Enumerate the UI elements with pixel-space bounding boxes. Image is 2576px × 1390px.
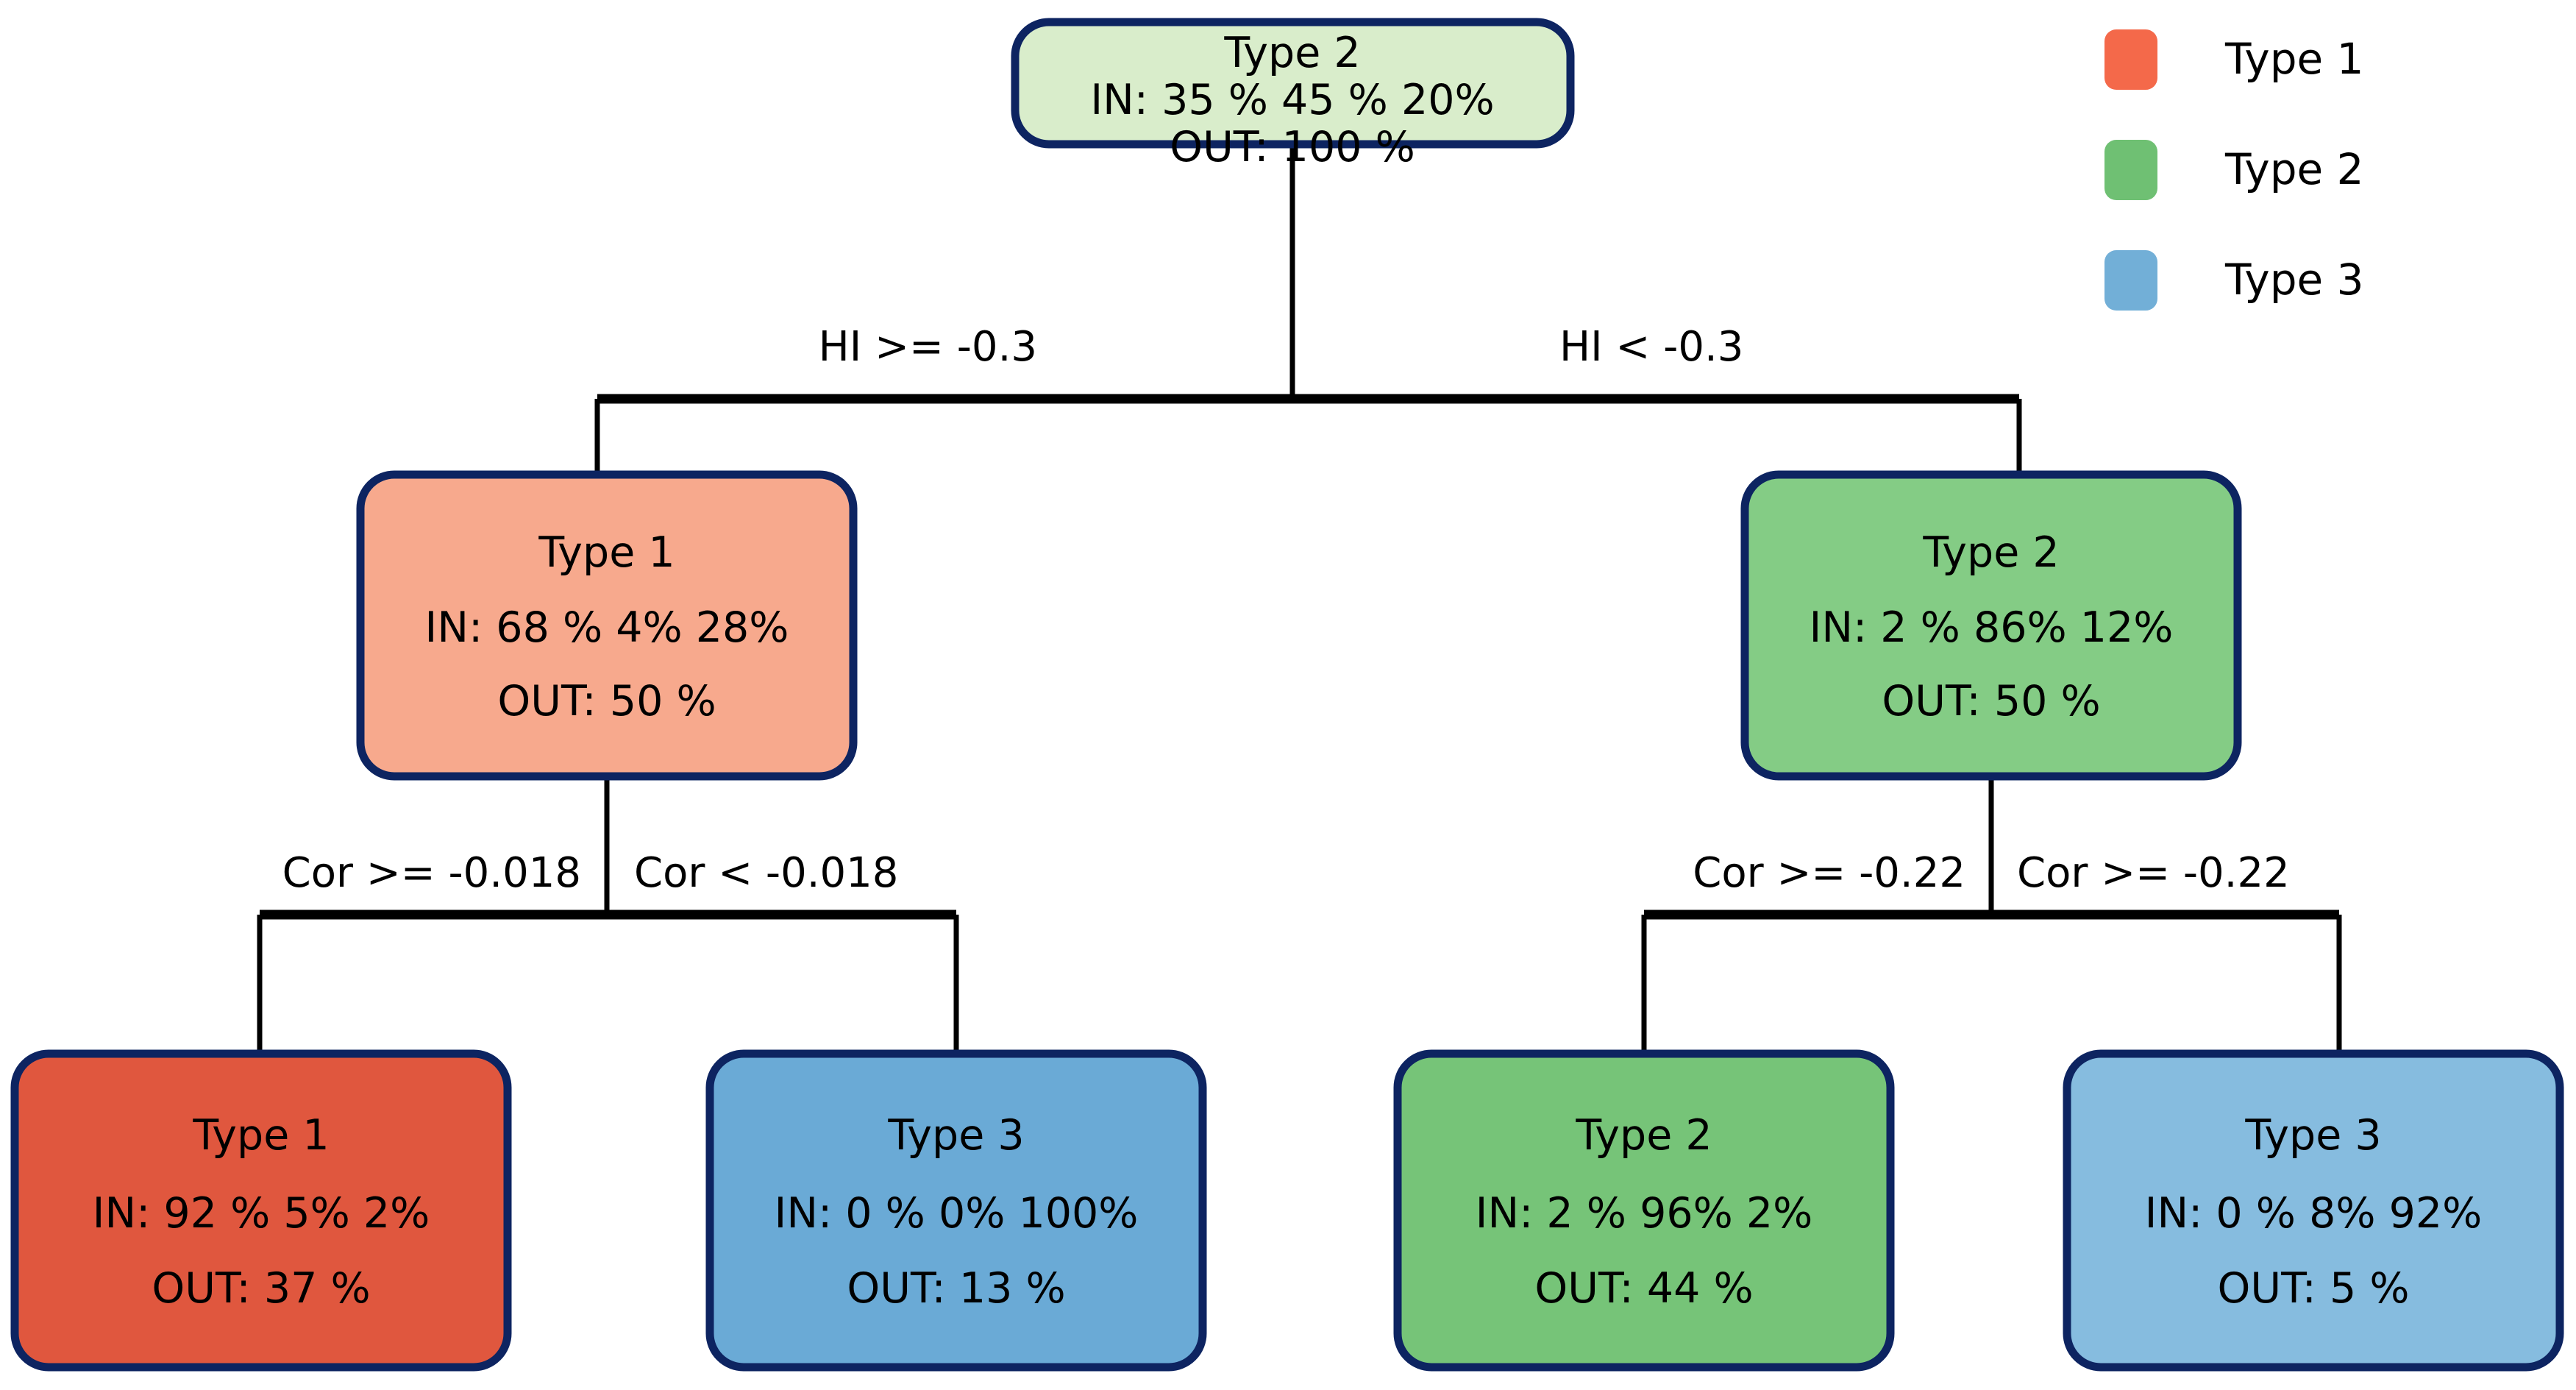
- node-leaf-2-out: OUT: 13 %: [847, 1264, 1065, 1313]
- node-root-out: OUT: 100 %: [1170, 123, 1415, 171]
- node-leaf-3-out: OUT: 44 %: [1534, 1264, 1753, 1313]
- node-leaf-2-in: IN: 0 % 0% 100%: [775, 1189, 1139, 1238]
- split-label-left-left: Cor >= -0.018: [282, 849, 581, 897]
- node-leaf-4-box[interactable]: [2063, 1049, 2564, 1372]
- edge-group-left: [257, 776, 959, 1057]
- node-leaf-4-prediction: Type 3: [2244, 1111, 2381, 1160]
- edge-group-right: [1641, 776, 2342, 1057]
- node-leaf-1-prediction: Type 1: [192, 1111, 329, 1160]
- node-leaf-4-out: OUT: 5 %: [2217, 1264, 2409, 1313]
- split-label-root-right: HI < -0.3: [1559, 323, 1743, 371]
- node-leaf-3-box[interactable]: [1393, 1049, 1895, 1372]
- split-label-root-left: HI >= -0.3: [819, 323, 1037, 371]
- node-root-prediction: Type 2: [1223, 29, 1360, 77]
- node-leaf-3-prediction: Type 2: [1575, 1111, 1712, 1160]
- legend-label-type-1: Type 1: [2224, 34, 2364, 84]
- split-label-right-right: Cor >= -0.22: [2017, 849, 2290, 897]
- legend-swatch-type-2: [2104, 140, 2157, 200]
- node-left-in: IN: 68 % 4% 28%: [425, 603, 789, 652]
- node-left-out: OUT: 50 %: [497, 677, 716, 726]
- legend-label-type-3: Type 3: [2224, 255, 2364, 305]
- node-left-box[interactable]: [356, 470, 858, 781]
- split-label-left-right: Cor < -0.018: [634, 849, 898, 897]
- legend-item-type-2[interactable]: Type 2: [2104, 140, 2364, 200]
- node-leaf-2-box[interactable]: [705, 1049, 1207, 1372]
- node-root-in: IN: 35 % 45 % 20%: [1090, 76, 1494, 124]
- edge-group-root: [594, 144, 2022, 477]
- node-right-box[interactable]: [1740, 470, 2242, 781]
- node-right-in: IN: 2 % 86% 12%: [1810, 603, 2174, 652]
- legend-item-type-1[interactable]: Type 1: [2104, 29, 2364, 90]
- tree-node-left[interactable]: Type 1 IN: 68 % 4% 28% OUT: 50 %: [356, 470, 858, 781]
- node-leaf-1-out: OUT: 37 %: [152, 1264, 370, 1313]
- tree-node-leaf-1[interactable]: Type 1 IN: 92 % 5% 2% OUT: 37 %: [10, 1049, 512, 1372]
- node-leaf-2-prediction: Type 3: [887, 1111, 1024, 1160]
- split-label-right-left: Cor >= -0.22: [1693, 849, 1965, 897]
- node-leaf-1-in: IN: 92 % 5% 2%: [93, 1189, 430, 1238]
- tree-node-leaf-4[interactable]: Type 3 IN: 0 % 8% 92% OUT: 5 %: [2063, 1049, 2564, 1372]
- legend-label-type-2: Type 2: [2224, 144, 2364, 194]
- node-right-out: OUT: 50 %: [1882, 677, 2100, 726]
- node-right-prediction: Type 2: [1922, 528, 2059, 577]
- legend-item-type-3[interactable]: Type 3: [2104, 250, 2364, 311]
- tree-node-leaf-2[interactable]: Type 3 IN: 0 % 0% 100% OUT: 13 %: [705, 1049, 1207, 1372]
- node-root-box[interactable]: [1011, 18, 1575, 149]
- legend-swatch-type-3: [2104, 250, 2157, 311]
- node-left-prediction: Type 1: [538, 528, 675, 577]
- legend: Type 1 Type 2 Type 3: [2104, 29, 2364, 311]
- tree-node-right[interactable]: Type 2 IN: 2 % 86% 12% OUT: 50 %: [1740, 470, 2242, 781]
- node-leaf-1-box[interactable]: [10, 1049, 512, 1372]
- tree-node-root[interactable]: Type 2 IN: 35 % 45 % 20% OUT: 100 %: [1011, 18, 1575, 171]
- node-leaf-3-in: IN: 2 % 96% 2%: [1476, 1189, 1813, 1238]
- legend-swatch-type-1: [2104, 29, 2157, 90]
- node-leaf-4-in: IN: 0 % 8% 92%: [2145, 1189, 2483, 1238]
- tree-node-leaf-3[interactable]: Type 2 IN: 2 % 96% 2% OUT: 44 %: [1393, 1049, 1895, 1372]
